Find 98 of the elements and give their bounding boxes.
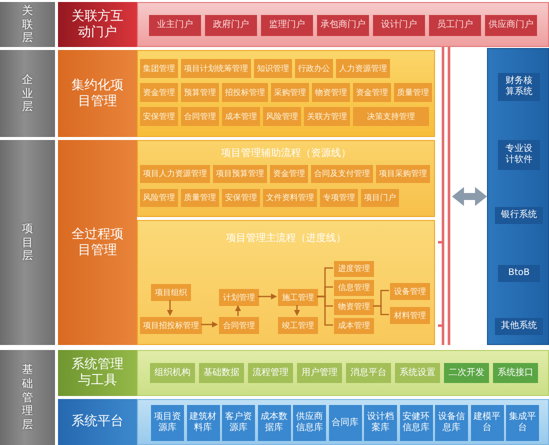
portal-box: 业主门户 bbox=[149, 15, 201, 36]
module-box: 计划管理 bbox=[219, 289, 259, 306]
system-box: 财务核算系统 bbox=[498, 73, 540, 101]
module-box: 项目组织 bbox=[151, 284, 191, 301]
system-box: 专业设计软件 bbox=[498, 140, 540, 170]
module-box: 资金管理 bbox=[140, 83, 178, 102]
layer-label: 企业层 bbox=[0, 50, 55, 137]
module-box: 文件资料管理 bbox=[263, 189, 317, 207]
module-box: 进度管理 bbox=[334, 261, 374, 277]
module-box: 预算管理 bbox=[181, 83, 219, 102]
module-box: 项目预算管理 bbox=[213, 165, 267, 183]
process-panel bbox=[137, 220, 435, 345]
module-box: 招投标管理 bbox=[222, 83, 268, 102]
module-box: 合同管理 bbox=[181, 107, 219, 126]
module-box: 决策支持管理 bbox=[353, 107, 429, 126]
portal-box: 监理门户 bbox=[261, 15, 313, 36]
portal-box: 供应商门户 bbox=[485, 15, 537, 36]
tool-box: 基础数据 bbox=[199, 363, 244, 383]
module-box: 采购管理 bbox=[271, 83, 309, 102]
module-box: 项目计划统筹管理 bbox=[181, 59, 251, 78]
module-box: 设备管理 bbox=[390, 283, 430, 300]
module-box: 人力资源管理 bbox=[336, 59, 390, 78]
flow-arrow bbox=[201, 322, 218, 328]
platform-box: 设计档案库 bbox=[364, 405, 397, 441]
platform-box: 供应商信息库 bbox=[293, 405, 326, 441]
portal-box: 设计门户 bbox=[373, 15, 425, 36]
module-box: 材料管理 bbox=[390, 307, 430, 324]
module-box: 资金管理 bbox=[353, 83, 391, 102]
platform-box: 安健环信息库 bbox=[400, 405, 432, 441]
module-panel bbox=[137, 50, 435, 137]
platform-box: 建筑材料库 bbox=[186, 405, 220, 441]
layer-label: 基础管理层 bbox=[0, 350, 55, 445]
module-box: 成本管理 bbox=[222, 107, 260, 126]
tool-box: 二次开发 bbox=[444, 363, 489, 383]
platform-box: 合同库 bbox=[328, 405, 362, 441]
connector-line bbox=[373, 305, 389, 316]
module-box: 质量管理 bbox=[394, 83, 432, 102]
module-box: 关联方管理 bbox=[304, 107, 350, 126]
tool-box: 消息平台 bbox=[346, 363, 391, 383]
module-box: 风险管理 bbox=[140, 189, 178, 207]
module-box: 项目招投标管理 bbox=[140, 317, 202, 334]
platform-box: 成本数据库 bbox=[258, 405, 290, 441]
external-systems-panel bbox=[487, 48, 549, 345]
layer-label: 关联层 bbox=[0, 2, 55, 47]
module-box: 成本管理 bbox=[334, 318, 374, 334]
module-box: 质量管理 bbox=[181, 189, 219, 207]
connector-line bbox=[317, 296, 333, 326]
portal-box: 政府门户 bbox=[205, 15, 257, 36]
platform-box: 设备信息库 bbox=[435, 405, 468, 441]
module-box: 资金管理 bbox=[270, 165, 308, 183]
platform-panel bbox=[137, 399, 549, 445]
system-box: 其他系统 bbox=[495, 318, 543, 335]
panel-heading: 项目管理辅助流程（资源线） bbox=[221, 148, 351, 160]
module-box: 项目采购管理 bbox=[376, 165, 430, 183]
module-box: 安保管理 bbox=[222, 189, 260, 207]
module-box: 竣工管理 bbox=[278, 317, 318, 334]
module-box: 物资管理 bbox=[334, 299, 374, 315]
module-box: 知识管理 bbox=[254, 59, 292, 78]
platform-box: 客户资源库 bbox=[222, 405, 255, 441]
process-panel bbox=[137, 140, 435, 217]
flow-arrow bbox=[294, 305, 300, 316]
tool-box: 组织机构 bbox=[150, 363, 195, 383]
module-box: 专项管理 bbox=[320, 189, 358, 207]
section-header: 系统平台 bbox=[58, 399, 137, 445]
section-header: 关联方互动门户 bbox=[58, 2, 137, 47]
module-box: 合同管理 bbox=[219, 317, 259, 334]
tool-box: 流程管理 bbox=[248, 363, 293, 383]
flow-arrow bbox=[258, 294, 277, 300]
tool-box: 用户管理 bbox=[297, 363, 342, 383]
system-box: 银行系统 bbox=[495, 207, 543, 224]
module-box: 施工管理 bbox=[278, 289, 318, 306]
portal-box: 员工门户 bbox=[429, 15, 481, 36]
section-header: 全过程项目管理 bbox=[58, 140, 137, 345]
tool-box: 系统设置 bbox=[395, 363, 440, 383]
portal-box: 承包商门户 bbox=[317, 15, 369, 36]
module-box: 行政办公 bbox=[295, 59, 333, 78]
platform-box: 集成平台 bbox=[506, 405, 539, 441]
platform-box: 项目资源库 bbox=[151, 405, 184, 441]
portal-band bbox=[137, 2, 549, 47]
panel-heading: 项目管理主流程（进度线） bbox=[226, 233, 346, 245]
module-box: 合同及支付管理 bbox=[311, 165, 373, 183]
module-box: 安保管理 bbox=[140, 107, 178, 126]
module-box: 信息管理 bbox=[334, 280, 374, 296]
module-box: 物资管理 bbox=[312, 83, 350, 102]
section-header: 集约化项目管理 bbox=[58, 50, 137, 137]
module-box: 风险管理 bbox=[263, 107, 301, 126]
system-box: BtoB bbox=[498, 265, 540, 282]
module-box: 集团管理 bbox=[140, 59, 178, 78]
module-box: 项目门户 bbox=[361, 189, 399, 207]
layer-label: 项目层 bbox=[0, 140, 55, 345]
platform-box: 建模平台 bbox=[470, 405, 504, 441]
module-box: 项目人力资源管理 bbox=[140, 165, 210, 183]
flow-arrow bbox=[167, 300, 173, 316]
tool-panel bbox=[137, 350, 549, 396]
flow-arrow bbox=[235, 305, 241, 316]
tool-box: 系统接口 bbox=[493, 363, 538, 383]
frame-bar bbox=[438, 47, 452, 345]
section-header: 系统管理与工具 bbox=[58, 350, 137, 396]
